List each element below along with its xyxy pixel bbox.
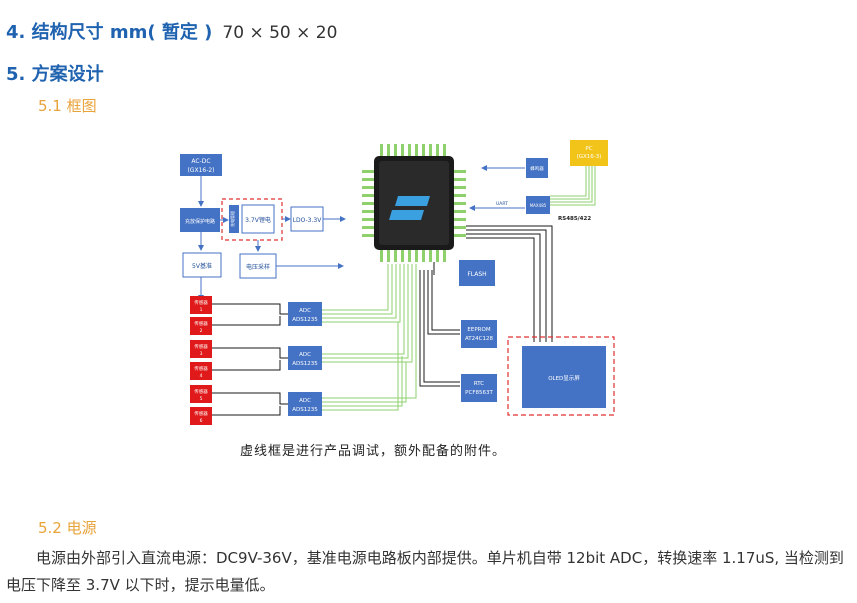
sensor-1-label: 传感器 [194,299,208,306]
pc-box: PC (GX16-3) [570,140,608,166]
rtc-label: RTC [474,381,484,387]
sensor-2-number: 2 [200,328,203,334]
flash-box: FLASH [459,260,495,286]
sensor-4-number: 4 [200,373,203,379]
sensor-6-label: 传感器 [194,410,208,417]
rtc-box: RTC PCF8563T [461,374,497,402]
sensor-6: 传感器 6 [190,407,212,425]
adc-mcu-links [322,264,417,411]
ref5v-box: 5V基准 [182,252,222,278]
block-diagram: AC-DC (GX16-2) 充放保护电路 充电管理 3.7V锂电 LDO-3.… [180,140,615,425]
sensor-3-number: 3 [200,351,203,357]
sensor-4: 传感器 4 [190,362,212,380]
oled-label: OLED显示屏 [548,375,580,382]
sensor-5-label: 传感器 [194,388,208,395]
protect-box: 充放保护电路 [180,208,220,232]
adc-2-model: ADS1235 [292,361,318,367]
rs485-box-label: MAX485 [530,203,547,208]
section-4-title: 4. 结构尺寸 mm( 暂定 ) [6,22,213,43]
adc-2-label: ADC [299,352,311,358]
sensor-3: 传感器 3 [190,340,212,358]
section-5-2-heading: 5.2 电源 [38,519,97,537]
protect-label: 充放保护电路 [185,218,215,225]
sensor-adc-links [212,303,288,416]
adc-3-model: ADS1235 [292,407,318,413]
sensor-5-number: 5 [200,396,203,402]
charge-box: 充电管理 [229,205,239,233]
sensor-6-number: 6 [200,418,203,424]
eeprom-model: AT24C128 [465,336,494,342]
sensor-3-label: 传感器 [194,343,208,350]
mcu-peripheral-links [419,225,553,387]
adc-1-label: ADC [299,308,311,314]
mcu-chip [362,144,466,262]
diagram-caption: 虚线框是进行产品调试，额外配备的附件。 [240,444,507,459]
adc-box-2: ADC ADS1235 [288,346,322,370]
sensor-2: 传感器 2 [190,317,212,335]
adc-1-model: ADS1235 [292,317,318,323]
pc-link [550,166,596,206]
sensor-1: 传感器 1 [190,296,212,314]
section-4-heading: 4. 结构尺寸 mm( 暂定 ) 70 × 50 × 20 [6,18,337,44]
ldo-label: LDO-3.3V [293,217,323,224]
buzzer-box: 蜂鸣器 [526,158,548,178]
vsample-label: 电压采样 [246,263,270,271]
acdc-label: AC-DC [191,158,210,165]
battery-label: 3.7V锂电 [245,216,271,224]
rs485-label: RS485/422 [558,216,591,222]
oled-box: OLED显示屏 [522,346,606,408]
pc-model: (GX16-3) [577,154,602,160]
flash-label: FLASH [467,271,486,278]
section-5-1-heading: 5.1 框图 [38,97,97,115]
sensor-1-number: 1 [200,307,203,313]
acdc-model: (GX16-2) [187,167,214,174]
sensor-5: 传感器 5 [190,385,212,403]
st-logo-icon [389,196,430,220]
sensor-4-label: 传感器 [194,365,208,372]
sensor-2-label: 传感器 [194,320,208,327]
eeprom-label: EEPROM [467,327,490,333]
pc-label: PC [585,146,592,152]
vsample-box: 电压采样 [239,253,277,279]
mcu-pins-top [380,144,446,158]
buzzer-label: 蜂鸣器 [530,165,544,172]
rs485-box: MAX485 [526,196,550,214]
ldo-box: LDO-3.3V [290,206,324,232]
charge-label: 充电管理 [229,211,235,227]
dimensions-value: 70 × 50 × 20 [222,23,338,43]
eeprom-box: EEPROM AT24C128 [461,320,497,348]
mcu-pins-right [452,170,466,237]
adc-3-label: ADC [299,398,311,404]
adc-box-3: ADC ADS1235 [288,392,322,416]
section-5-heading: 5. 方案设计 [6,64,104,85]
battery-box: 3.7V锂电 [241,204,275,234]
rtc-model: PCF8563T [465,390,493,396]
power-paragraph: 电源由外部引入直流电源：DC9V-36V，基准电源电路板内部提供。单片机自带 1… [6,549,844,594]
mcu-pins-left [362,170,376,237]
debug-accessory-frame-oled [507,336,615,416]
ref5v-label: 5V基准 [192,262,212,270]
mcu-pins-bottom [380,248,446,262]
acdc-box: AC-DC (GX16-2) [180,154,222,176]
uart-label: UART [496,201,508,207]
adc-box-1: ADC ADS1235 [288,302,322,326]
